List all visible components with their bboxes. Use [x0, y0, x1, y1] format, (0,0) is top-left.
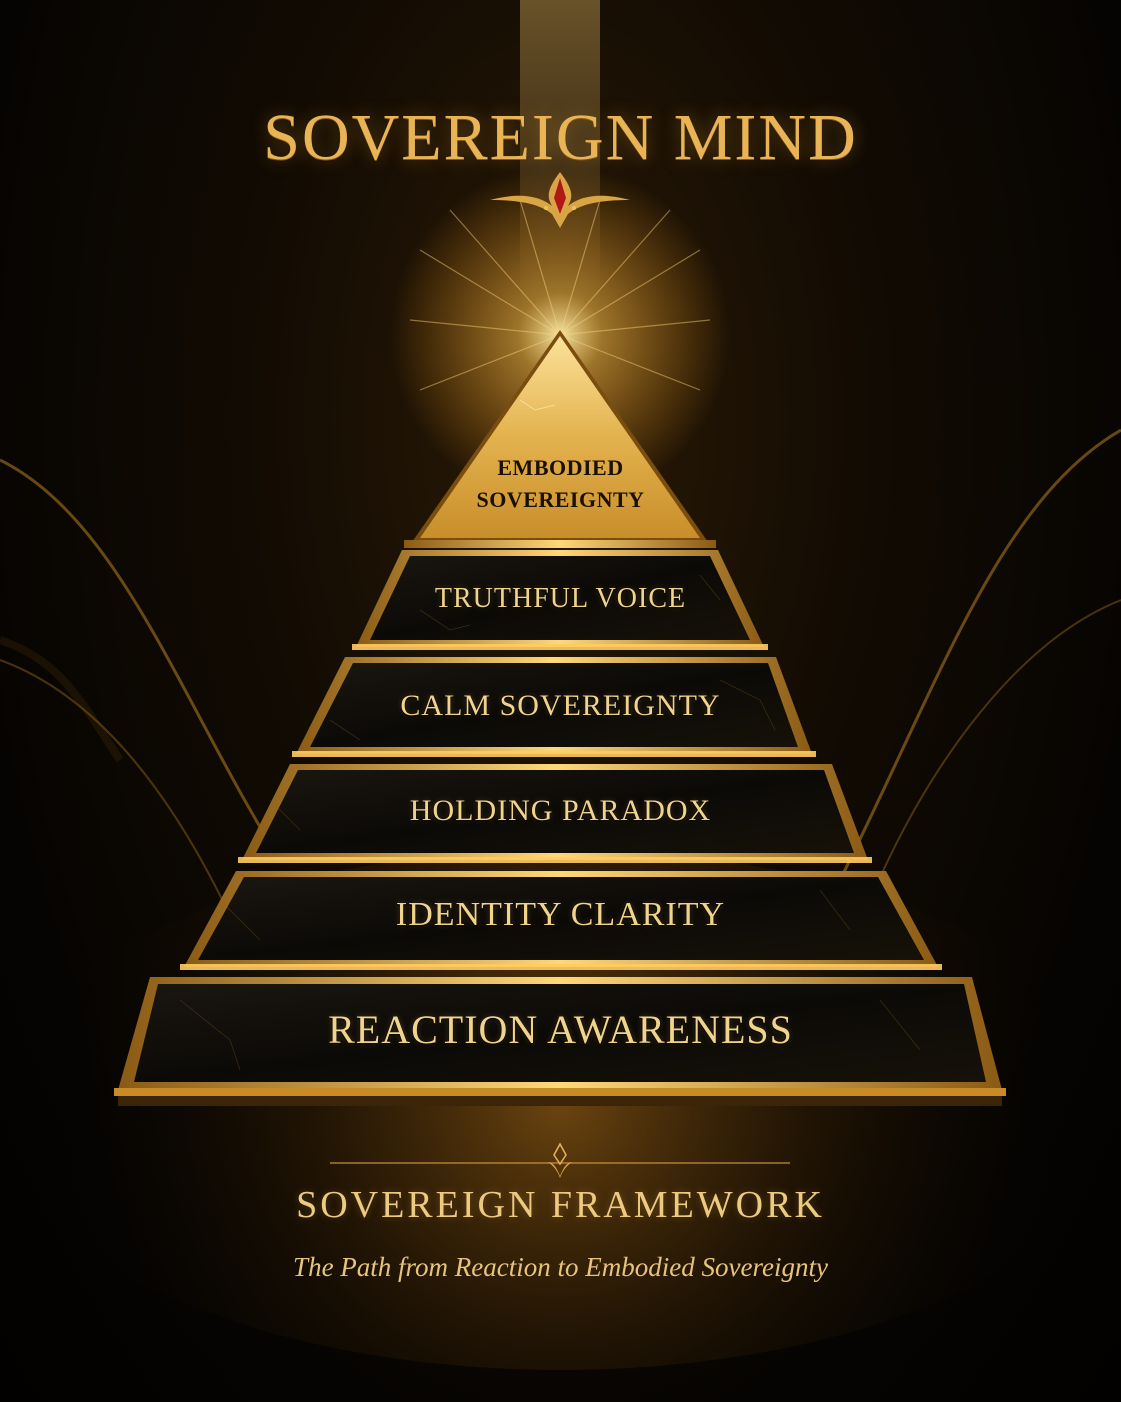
tier-reaction-awareness: [114, 977, 1006, 1106]
footer-subtitle: The Path from Reaction to Embodied Sover…: [293, 1252, 828, 1282]
page-title: SOVEREIGN MIND: [263, 101, 858, 174]
apex-label-line1: EMBODIED: [497, 455, 624, 480]
footer-title: SOVEREIGN FRAMEWORK: [296, 1184, 825, 1226]
tier-truthful-voice: [352, 550, 768, 650]
tier-label-holding-paradox: HOLDING PARADOX: [409, 794, 712, 827]
tier-identity-clarity: [180, 871, 942, 970]
lotus-divider-icon: [548, 1142, 572, 1178]
tier-label-calm-sovereignty: CALM SOVEREIGNTY: [400, 689, 721, 722]
tier-calm-sovereignty: [292, 657, 816, 757]
tier-holding-paradox: [238, 764, 872, 863]
tier-label-reaction-awareness: REACTION AWARENESS: [328, 1007, 793, 1052]
apex-label-line2: SOVEREIGNTY: [476, 487, 645, 512]
apex-tier: [404, 330, 716, 548]
tier-label-identity-clarity: IDENTITY CLARITY: [395, 896, 726, 933]
tier-label-truthful-voice: TRUTHFUL VOICE: [434, 583, 687, 614]
apex-label: EMBODIED SOVEREIGNTY: [0, 452, 1121, 516]
